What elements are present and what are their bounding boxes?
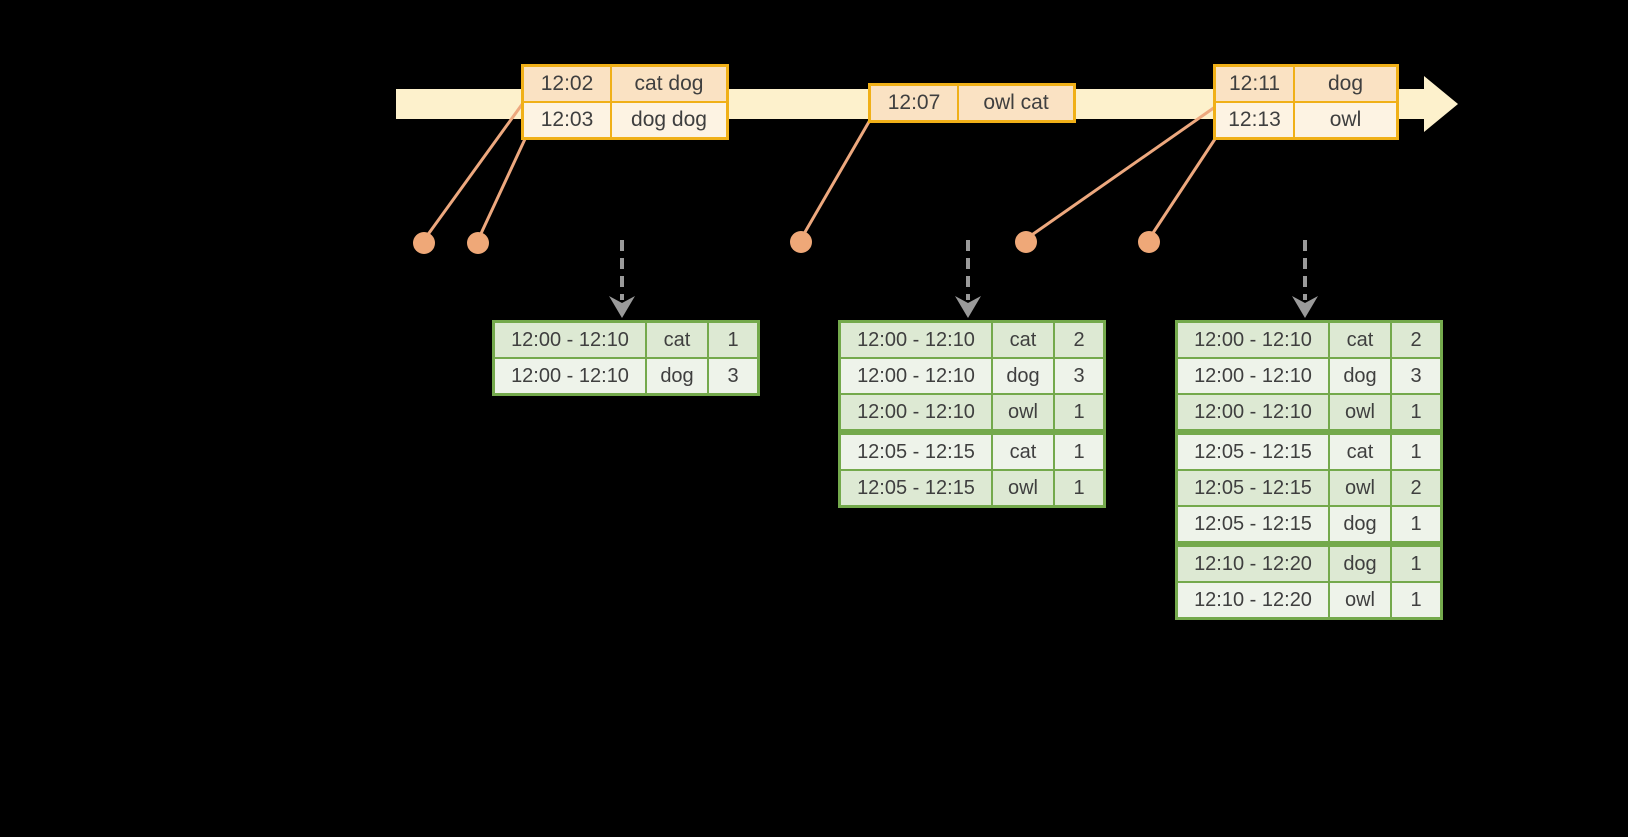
down-arrow-icon (955, 240, 981, 318)
result-window-cell: 12:00 - 12:10 (841, 359, 991, 393)
event-connector-line (422, 102, 525, 241)
event-words-cell: cat dog (612, 67, 726, 101)
result-count-cell: 1 (1055, 395, 1103, 429)
result-row: 12:10 - 12:20 dog 1 (1178, 547, 1440, 581)
event-connector-line (1025, 105, 1216, 241)
result-window-cell: 12:05 - 12:15 (841, 471, 991, 505)
event-dot (413, 232, 435, 254)
down-arrow-head (609, 296, 635, 318)
event-connector-line (1147, 138, 1217, 240)
result-count-cell: 2 (1392, 323, 1440, 357)
event-connector-line (476, 138, 527, 241)
result-window-cell: 12:10 - 12:20 (1178, 547, 1328, 581)
event-table: 12:11 dog 12:13 owl (1213, 64, 1399, 140)
event-words-cell: owl (1295, 103, 1396, 137)
event-time-cell: 12:03 (524, 103, 610, 137)
down-arrow-icon (609, 240, 635, 318)
result-word-cell: owl (1330, 395, 1390, 429)
result-word-cell: owl (993, 395, 1053, 429)
event-dot (1015, 231, 1037, 253)
result-row: 12:00 - 12:10 cat 2 (1178, 323, 1440, 357)
result-word-cell: cat (993, 323, 1053, 357)
event-table: 12:07 owl cat (868, 83, 1076, 123)
result-word-cell: dog (993, 359, 1053, 393)
result-row: 12:00 - 12:10 cat 2 (841, 323, 1103, 357)
result-window-cell: 12:00 - 12:10 (495, 359, 645, 393)
event-words-cell: owl cat (959, 86, 1073, 120)
result-table: 12:00 - 12:10 cat 1 12:00 - 12:10 dog 3 (492, 320, 760, 396)
event-row: 12:03 dog dog (524, 103, 726, 137)
event-time-cell: 12:11 (1216, 67, 1293, 101)
event-dot (467, 232, 489, 254)
result-count-cell: 2 (1392, 471, 1440, 505)
result-row: 12:10 - 12:20 owl 1 (1178, 583, 1440, 617)
result-count-cell: 3 (1055, 359, 1103, 393)
result-row: 12:05 - 12:15 dog 1 (1178, 507, 1440, 541)
result-count-cell: 1 (1392, 395, 1440, 429)
result-row: 12:00 - 12:10 owl 1 (841, 395, 1103, 429)
result-word-cell: dog (1330, 547, 1390, 581)
event-row: 12:02 cat dog (524, 67, 726, 101)
result-word-cell: dog (1330, 507, 1390, 541)
result-window-cell: 12:00 - 12:10 (1178, 395, 1328, 429)
result-table: 12:00 - 12:10 cat 2 12:00 - 12:10 dog 3 … (1175, 320, 1443, 620)
event-time-cell: 12:02 (524, 67, 610, 101)
result-count-cell: 1 (1392, 435, 1440, 469)
result-window-cell: 12:05 - 12:15 (1178, 435, 1328, 469)
event-row: 12:13 owl (1216, 103, 1396, 137)
event-dot (1138, 231, 1160, 253)
result-window-cell: 12:00 - 12:10 (1178, 359, 1328, 393)
result-word-cell: owl (993, 471, 1053, 505)
result-row: 12:05 - 12:15 owl 2 (1178, 471, 1440, 505)
result-word-cell: cat (1330, 323, 1390, 357)
event-dot (790, 231, 812, 253)
result-window-cell: 12:00 - 12:10 (841, 395, 991, 429)
event-time-cell: 12:13 (1216, 103, 1293, 137)
event-row: 12:11 dog (1216, 67, 1396, 101)
result-count-cell: 1 (1055, 435, 1103, 469)
down-arrow-head (1292, 296, 1318, 318)
result-count-cell: 1 (1392, 547, 1440, 581)
result-window-cell: 12:00 - 12:10 (841, 323, 991, 357)
event-row: 12:07 owl cat (871, 86, 1073, 120)
result-row: 12:00 - 12:10 dog 3 (1178, 359, 1440, 393)
result-window-cell: 12:00 - 12:10 (495, 323, 645, 357)
event-table: 12:02 cat dog 12:03 dog dog (521, 64, 729, 140)
timeline-arrowhead-icon (1424, 76, 1458, 132)
result-row: 12:00 - 12:10 cat 1 (495, 323, 757, 357)
result-word-cell: owl (1330, 583, 1390, 617)
result-row: 12:05 - 12:15 cat 1 (841, 435, 1103, 469)
result-window-cell: 12:10 - 12:20 (1178, 583, 1328, 617)
result-window-cell: 12:05 - 12:15 (1178, 507, 1328, 541)
result-count-cell: 1 (1055, 471, 1103, 505)
down-arrow-head (955, 296, 981, 318)
event-words-cell: dog (1295, 67, 1396, 101)
result-word-cell: dog (647, 359, 707, 393)
result-row: 12:00 - 12:10 owl 1 (1178, 395, 1440, 429)
result-row: 12:00 - 12:10 dog 3 (841, 359, 1103, 393)
down-arrow-icon (1292, 240, 1318, 318)
result-window-cell: 12:00 - 12:10 (1178, 323, 1328, 357)
event-connector-line (799, 119, 872, 240)
result-word-cell: cat (993, 435, 1053, 469)
event-words-cell: dog dog (612, 103, 726, 137)
event-time-cell: 12:07 (871, 86, 957, 120)
result-word-cell: cat (647, 323, 707, 357)
result-row: 12:05 - 12:15 cat 1 (1178, 435, 1440, 469)
result-count-cell: 2 (1055, 323, 1103, 357)
result-word-cell: dog (1330, 359, 1390, 393)
result-word-cell: owl (1330, 471, 1390, 505)
result-table: 12:00 - 12:10 cat 2 12:00 - 12:10 dog 3 … (838, 320, 1106, 508)
result-count-cell: 3 (1392, 359, 1440, 393)
result-count-cell: 1 (1392, 583, 1440, 617)
result-count-cell: 1 (1392, 507, 1440, 541)
result-row: 12:05 - 12:15 owl 1 (841, 471, 1103, 505)
result-word-cell: cat (1330, 435, 1390, 469)
result-count-cell: 1 (709, 323, 757, 357)
result-count-cell: 3 (709, 359, 757, 393)
result-row: 12:00 - 12:10 dog 3 (495, 359, 757, 393)
result-window-cell: 12:05 - 12:15 (1178, 471, 1328, 505)
result-window-cell: 12:05 - 12:15 (841, 435, 991, 469)
